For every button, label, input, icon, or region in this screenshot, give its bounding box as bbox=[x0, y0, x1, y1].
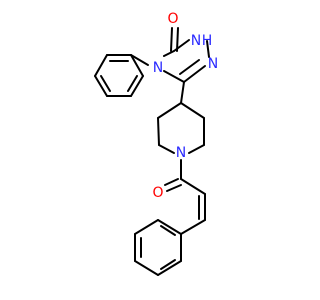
bond-pip-c6-c5 bbox=[157, 117, 160, 146]
triazolone-nh-nitrogen-label: N bbox=[191, 33, 201, 49]
bond-layer bbox=[94, 27, 210, 276]
bond-c3-n4 bbox=[163, 70, 185, 83]
bond-pip-n1-c6 bbox=[158, 144, 175, 154]
triazolone-oxygen-label: O bbox=[167, 11, 178, 27]
bond-n4-c5 bbox=[163, 50, 175, 57]
bond-n2-c3-b bbox=[179, 59, 200, 75]
bond-n4-phenyl bbox=[130, 54, 149, 66]
bond-carbonyl-o-b bbox=[166, 184, 182, 192]
atom-labels: O N H N N N O bbox=[152, 11, 218, 201]
bond-terminal-phenyl-5-6 bbox=[157, 260, 182, 276]
bond-terminal-phenyl-inner-1 bbox=[160, 225, 176, 236]
bond-vinyl-phenyl bbox=[180, 219, 206, 235]
chemical-structure: O N H N N N O bbox=[94, 11, 218, 276]
bond-pip-c5-c4 bbox=[157, 102, 182, 119]
bond-c5-o-b bbox=[176, 27, 179, 52]
bond-triazole-piperidine bbox=[180, 81, 185, 104]
amide-oxygen-label: O bbox=[152, 185, 163, 201]
bond-carbonyl-o-a bbox=[164, 178, 179, 186]
bond-phenyl-6-1 bbox=[130, 54, 144, 77]
bond-c5-o-a bbox=[170, 27, 173, 52]
bond-phenyl-2-3 bbox=[94, 54, 108, 77]
bond-phenyl-inner-3 bbox=[127, 75, 138, 92]
piperidine-nitrogen-label: N bbox=[176, 145, 186, 161]
bond-pip-c4-c3 bbox=[180, 102, 205, 119]
bond-phenyl-3-4 bbox=[94, 75, 108, 97]
bond-terminal-phenyl-2-3 bbox=[134, 219, 159, 235]
triazolone-phenyl-nitrogen-label: N bbox=[153, 60, 163, 76]
triazole-upper-right-nitrogen-label: N bbox=[208, 56, 218, 72]
bond-terminal-phenyl-inner-3 bbox=[160, 259, 176, 270]
bond-phenyl-5-6 bbox=[130, 75, 144, 97]
triazolone-nh-hydrogen-label: H bbox=[202, 33, 213, 49]
bond-pip-c2-n1 bbox=[188, 144, 205, 154]
bond-carbonyl-vinyl bbox=[180, 178, 206, 195]
bond-terminal-phenyl-1-2 bbox=[157, 219, 182, 235]
bond-terminal-phenyl-4-5 bbox=[134, 260, 159, 276]
bond-n1-n2 bbox=[206, 40, 210, 58]
bond-phenyl-inner-2 bbox=[100, 75, 111, 92]
bond-n2-c3-a bbox=[183, 65, 206, 83]
